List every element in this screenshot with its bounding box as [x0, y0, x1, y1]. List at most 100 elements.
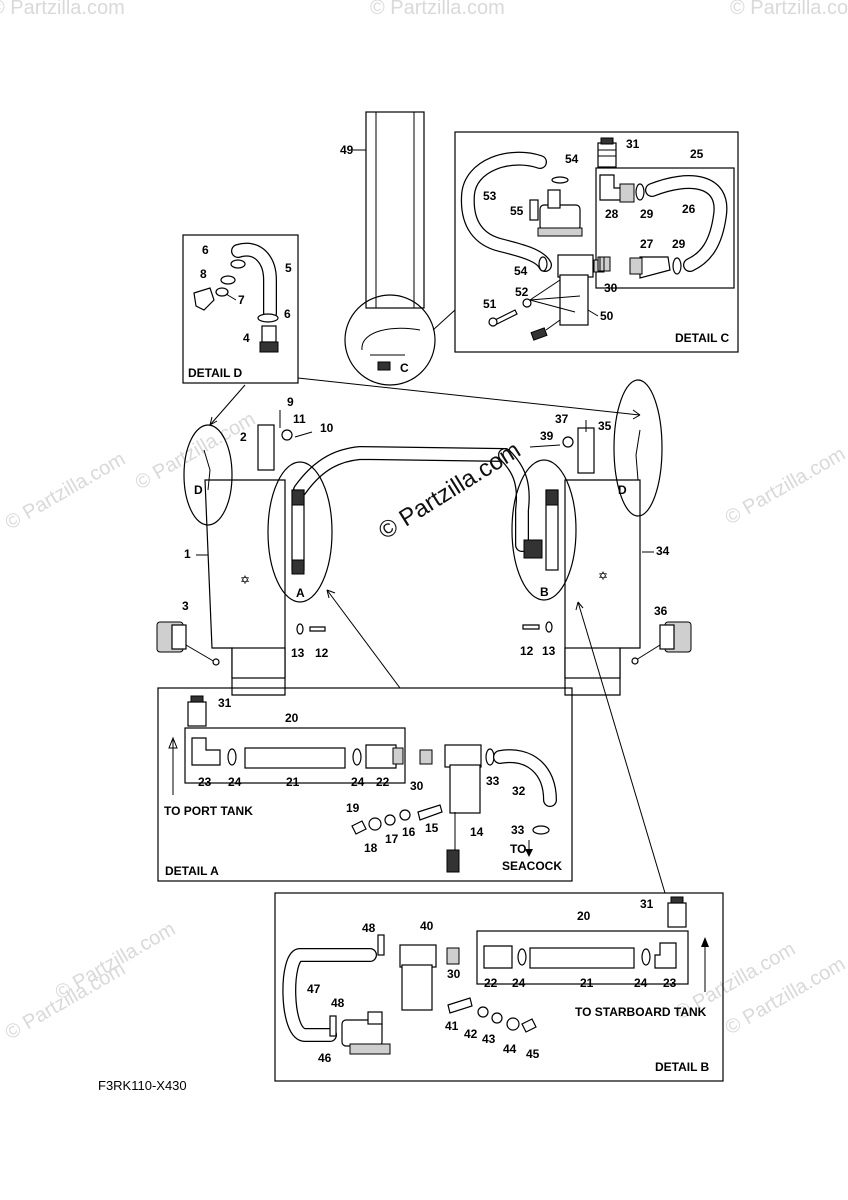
part-label-7: 7 — [238, 293, 245, 307]
detail-c-title: DETAIL C — [675, 331, 730, 345]
detail-b: DETAIL B TO STARBOARD TANK 31 20 23 24 2… — [274, 892, 724, 1082]
part-label-31-b: 31 — [640, 897, 654, 911]
callout-label-d-right: D — [618, 483, 627, 497]
part-label-23-b: 23 — [663, 976, 677, 990]
part-label-21-a: 21 — [286, 775, 300, 789]
part-label-31-a: 31 — [218, 696, 232, 710]
part-label-11: 11 — [293, 412, 306, 426]
detail-c-inner-frame — [595, 167, 735, 289]
part-label-14: 14 — [470, 825, 484, 839]
part-label-45: 45 — [526, 1047, 540, 1061]
part-label-27: 27 — [640, 237, 654, 251]
part-label-44: 44 — [503, 1042, 517, 1056]
detail-a-to-label: TO — [510, 842, 526, 856]
part-label-34: 34 — [656, 544, 670, 558]
part-label-23-a: 23 — [198, 775, 212, 789]
part-label-30-b: 30 — [447, 967, 461, 981]
part-label-28: 28 — [605, 207, 619, 221]
detail-a: DETAIL A TO PORT TANK 31 20 23 24 21 24 … — [157, 687, 573, 882]
part-label-47: 47 — [307, 982, 321, 996]
part-label-43: 43 — [482, 1032, 496, 1046]
part-49-tube: 49 — [340, 111, 425, 309]
detail-a-title: DETAIL A — [165, 864, 219, 878]
part-label-54-top: 54 — [565, 152, 579, 166]
part-label-9: 9 — [287, 395, 294, 409]
part-label-22-b: 22 — [484, 976, 498, 990]
part-label-12-left: 12 — [315, 646, 329, 660]
part-label-3: 3 — [182, 599, 189, 613]
part-label-21-b: 21 — [580, 976, 594, 990]
callout-label-d-left: D — [194, 483, 203, 497]
part-label-24-a1: 24 — [228, 775, 242, 789]
part-label-25: 25 — [690, 147, 704, 161]
star-mark-left: ✡ — [240, 573, 250, 587]
part-label-5: 5 — [285, 261, 292, 275]
detail-a-inner-frame — [184, 727, 406, 784]
part-label-18: 18 — [364, 841, 378, 855]
callout-circle-c: C — [344, 294, 456, 386]
part-label-46: 46 — [318, 1051, 332, 1065]
part-label-22-a: 22 — [376, 775, 390, 789]
part-label-12-right: 12 — [520, 644, 534, 658]
watermark-top-center: © Partzilla.com — [370, 0, 505, 19]
part-label-51: 51 — [483, 297, 497, 311]
part-label-29-lower: 29 — [672, 237, 686, 251]
part-label-36: 36 — [654, 604, 668, 618]
part-label-13-right: 13 — [542, 644, 556, 658]
detail-d: DETAIL D 5 6 6 8 7 4 — [182, 234, 299, 384]
detail-c-frame — [454, 131, 739, 353]
part-label-8: 8 — [200, 267, 207, 281]
part-label-20-b: 20 — [577, 909, 591, 923]
part-label-50: 50 — [600, 309, 614, 323]
callout-label-a: A — [296, 586, 305, 600]
part-label-16: 16 — [402, 825, 416, 839]
detail-d-frame — [182, 234, 299, 384]
port-tank: 1 ✡ 2 9 11 10 A D 3 13 12 — [156, 395, 512, 696]
diagram-code: F3RK110-X430 — [98, 1078, 187, 1093]
detail-a-seacock-label: SEACOCK — [502, 859, 562, 873]
watermark-mid-left: © Partzilla.com — [52, 918, 180, 1004]
part-label-2: 2 — [240, 430, 247, 444]
part-label-49: 49 — [340, 143, 354, 157]
detail-b-title: DETAIL B — [655, 1060, 710, 1074]
watermark-left: © Partzilla.com — [2, 448, 130, 534]
star-mark-right: ✡ — [598, 569, 608, 583]
callout-label-c: C — [400, 361, 409, 375]
part-label-53: 53 — [483, 189, 497, 203]
detail-b-to-starboard-tank: TO STARBOARD TANK — [575, 1005, 707, 1019]
part-label-55: 55 — [510, 204, 524, 218]
detail-c: DETAIL C 53 55 54 54 50 52 51 — [454, 131, 739, 353]
part-label-29-top: 29 — [640, 207, 654, 221]
detail-b-inner-frame — [476, 930, 689, 985]
part-label-6-lower: 6 — [284, 307, 291, 321]
part-label-48-top: 48 — [362, 921, 376, 935]
part-label-24-b2: 24 — [512, 976, 526, 990]
part-label-37: 37 — [555, 412, 569, 426]
part-label-41: 41 — [445, 1019, 459, 1033]
part-label-13-left: 13 — [291, 646, 305, 660]
part-label-54-lower: 54 — [514, 264, 528, 278]
callout-label-b: B — [540, 585, 549, 599]
part-label-17: 17 — [385, 832, 399, 846]
detail-d-title: DETAIL D — [188, 366, 243, 380]
part-label-48-lower: 48 — [331, 996, 345, 1010]
watermark-right: © Partzilla.com — [722, 443, 848, 529]
starboard-tank: 34 ✡ 35 37 39 B D 36 12 13 — [498, 379, 692, 696]
part-label-6-top: 6 — [202, 243, 209, 257]
part-label-24-a2: 24 — [351, 775, 365, 789]
part-label-1: 1 — [184, 547, 191, 561]
part-label-33-a1: 33 — [486, 774, 500, 788]
detail-a-to-port-tank: TO PORT TANK — [164, 804, 253, 818]
part-label-33-a2: 33 — [511, 823, 525, 837]
part-label-26: 26 — [682, 202, 696, 216]
part-label-32: 32 — [512, 784, 526, 798]
part-label-30-c: 30 — [604, 281, 618, 295]
part-label-20-a: 20 — [285, 711, 299, 725]
part-label-42: 42 — [464, 1027, 478, 1041]
part-label-52: 52 — [515, 285, 529, 299]
part-label-19: 19 — [346, 801, 360, 815]
part-label-35: 35 — [598, 419, 612, 433]
part-label-15: 15 — [425, 821, 439, 835]
watermark-top-left: © Partzilla.com — [0, 0, 125, 19]
